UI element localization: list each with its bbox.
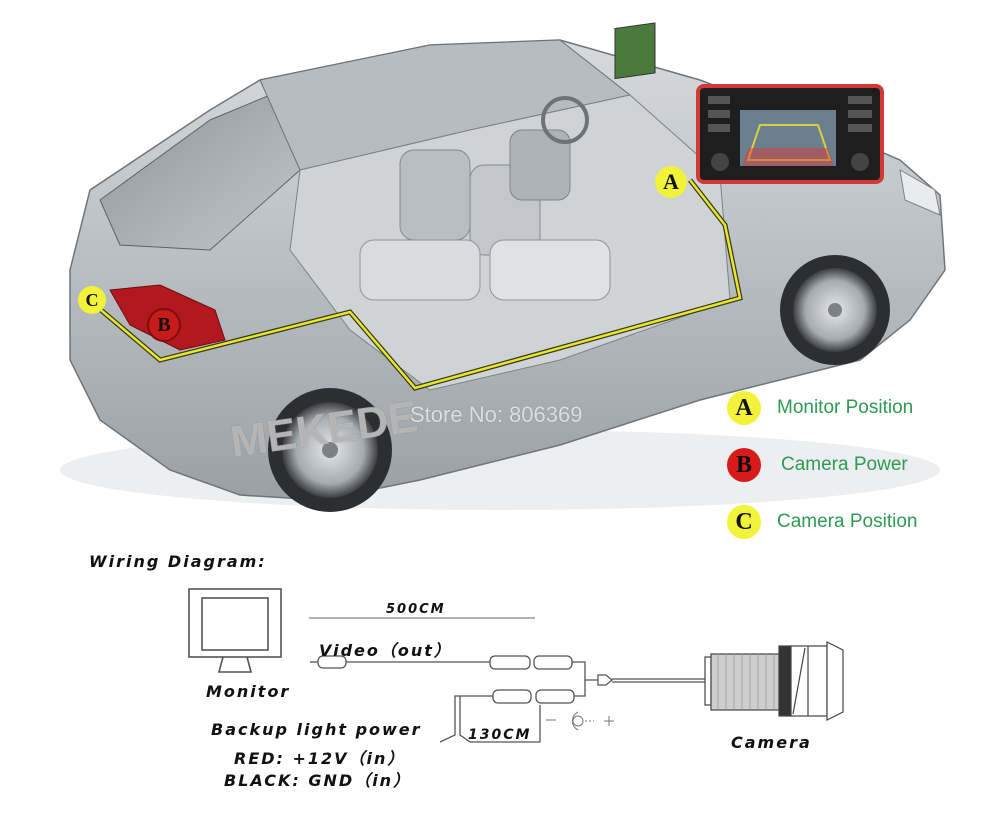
power-cable-length-label: 130CM: [468, 727, 532, 743]
legend-label: Monitor Position: [777, 397, 914, 418]
car-cutaway-illustration: [60, 22, 946, 512]
head-unit-inset: [696, 84, 884, 184]
legend-label: Camera Power: [781, 454, 908, 475]
marker-c-camera-position: C: [78, 286, 106, 314]
legend-item-monitor-position: A Monitor Position: [727, 391, 913, 425]
power-cable: [439, 680, 586, 743]
video-cable: [310, 655, 598, 681]
badge-a: A: [727, 391, 761, 425]
marker-a-monitor-position: A: [655, 166, 687, 198]
front-wheel: [780, 255, 890, 365]
camera-icon: [704, 641, 844, 721]
backup-light-power-label: Backup light power: [211, 720, 422, 739]
camera-cable: [597, 674, 705, 686]
black-wire-label: BLACK: GND（in）: [224, 771, 412, 790]
legend-item-camera-power: B Camera Power: [727, 448, 908, 482]
watermark-store-number: Store No: 806369: [410, 402, 583, 427]
wiring-diagram-title: Wiring Diagram:: [89, 552, 267, 571]
badge-b: B: [727, 448, 761, 482]
red-wire-label: RED: +12V（in）: [234, 749, 406, 768]
dc-jack-symbol: [546, 711, 614, 731]
legend-label: Camera Position: [777, 511, 918, 532]
badge-c: C: [727, 505, 761, 539]
monitor-label: Monitor: [206, 682, 291, 701]
rear-wheel: [268, 388, 392, 512]
camera-label: Camera: [731, 733, 812, 752]
monitor-icon: [188, 588, 282, 673]
main-cable-length-label: 500CM: [386, 602, 446, 617]
marker-b-camera-power: B: [147, 308, 181, 342]
legend-item-camera-position: C Camera Position: [727, 505, 917, 539]
video-out-label: Video（out）: [319, 641, 452, 660]
